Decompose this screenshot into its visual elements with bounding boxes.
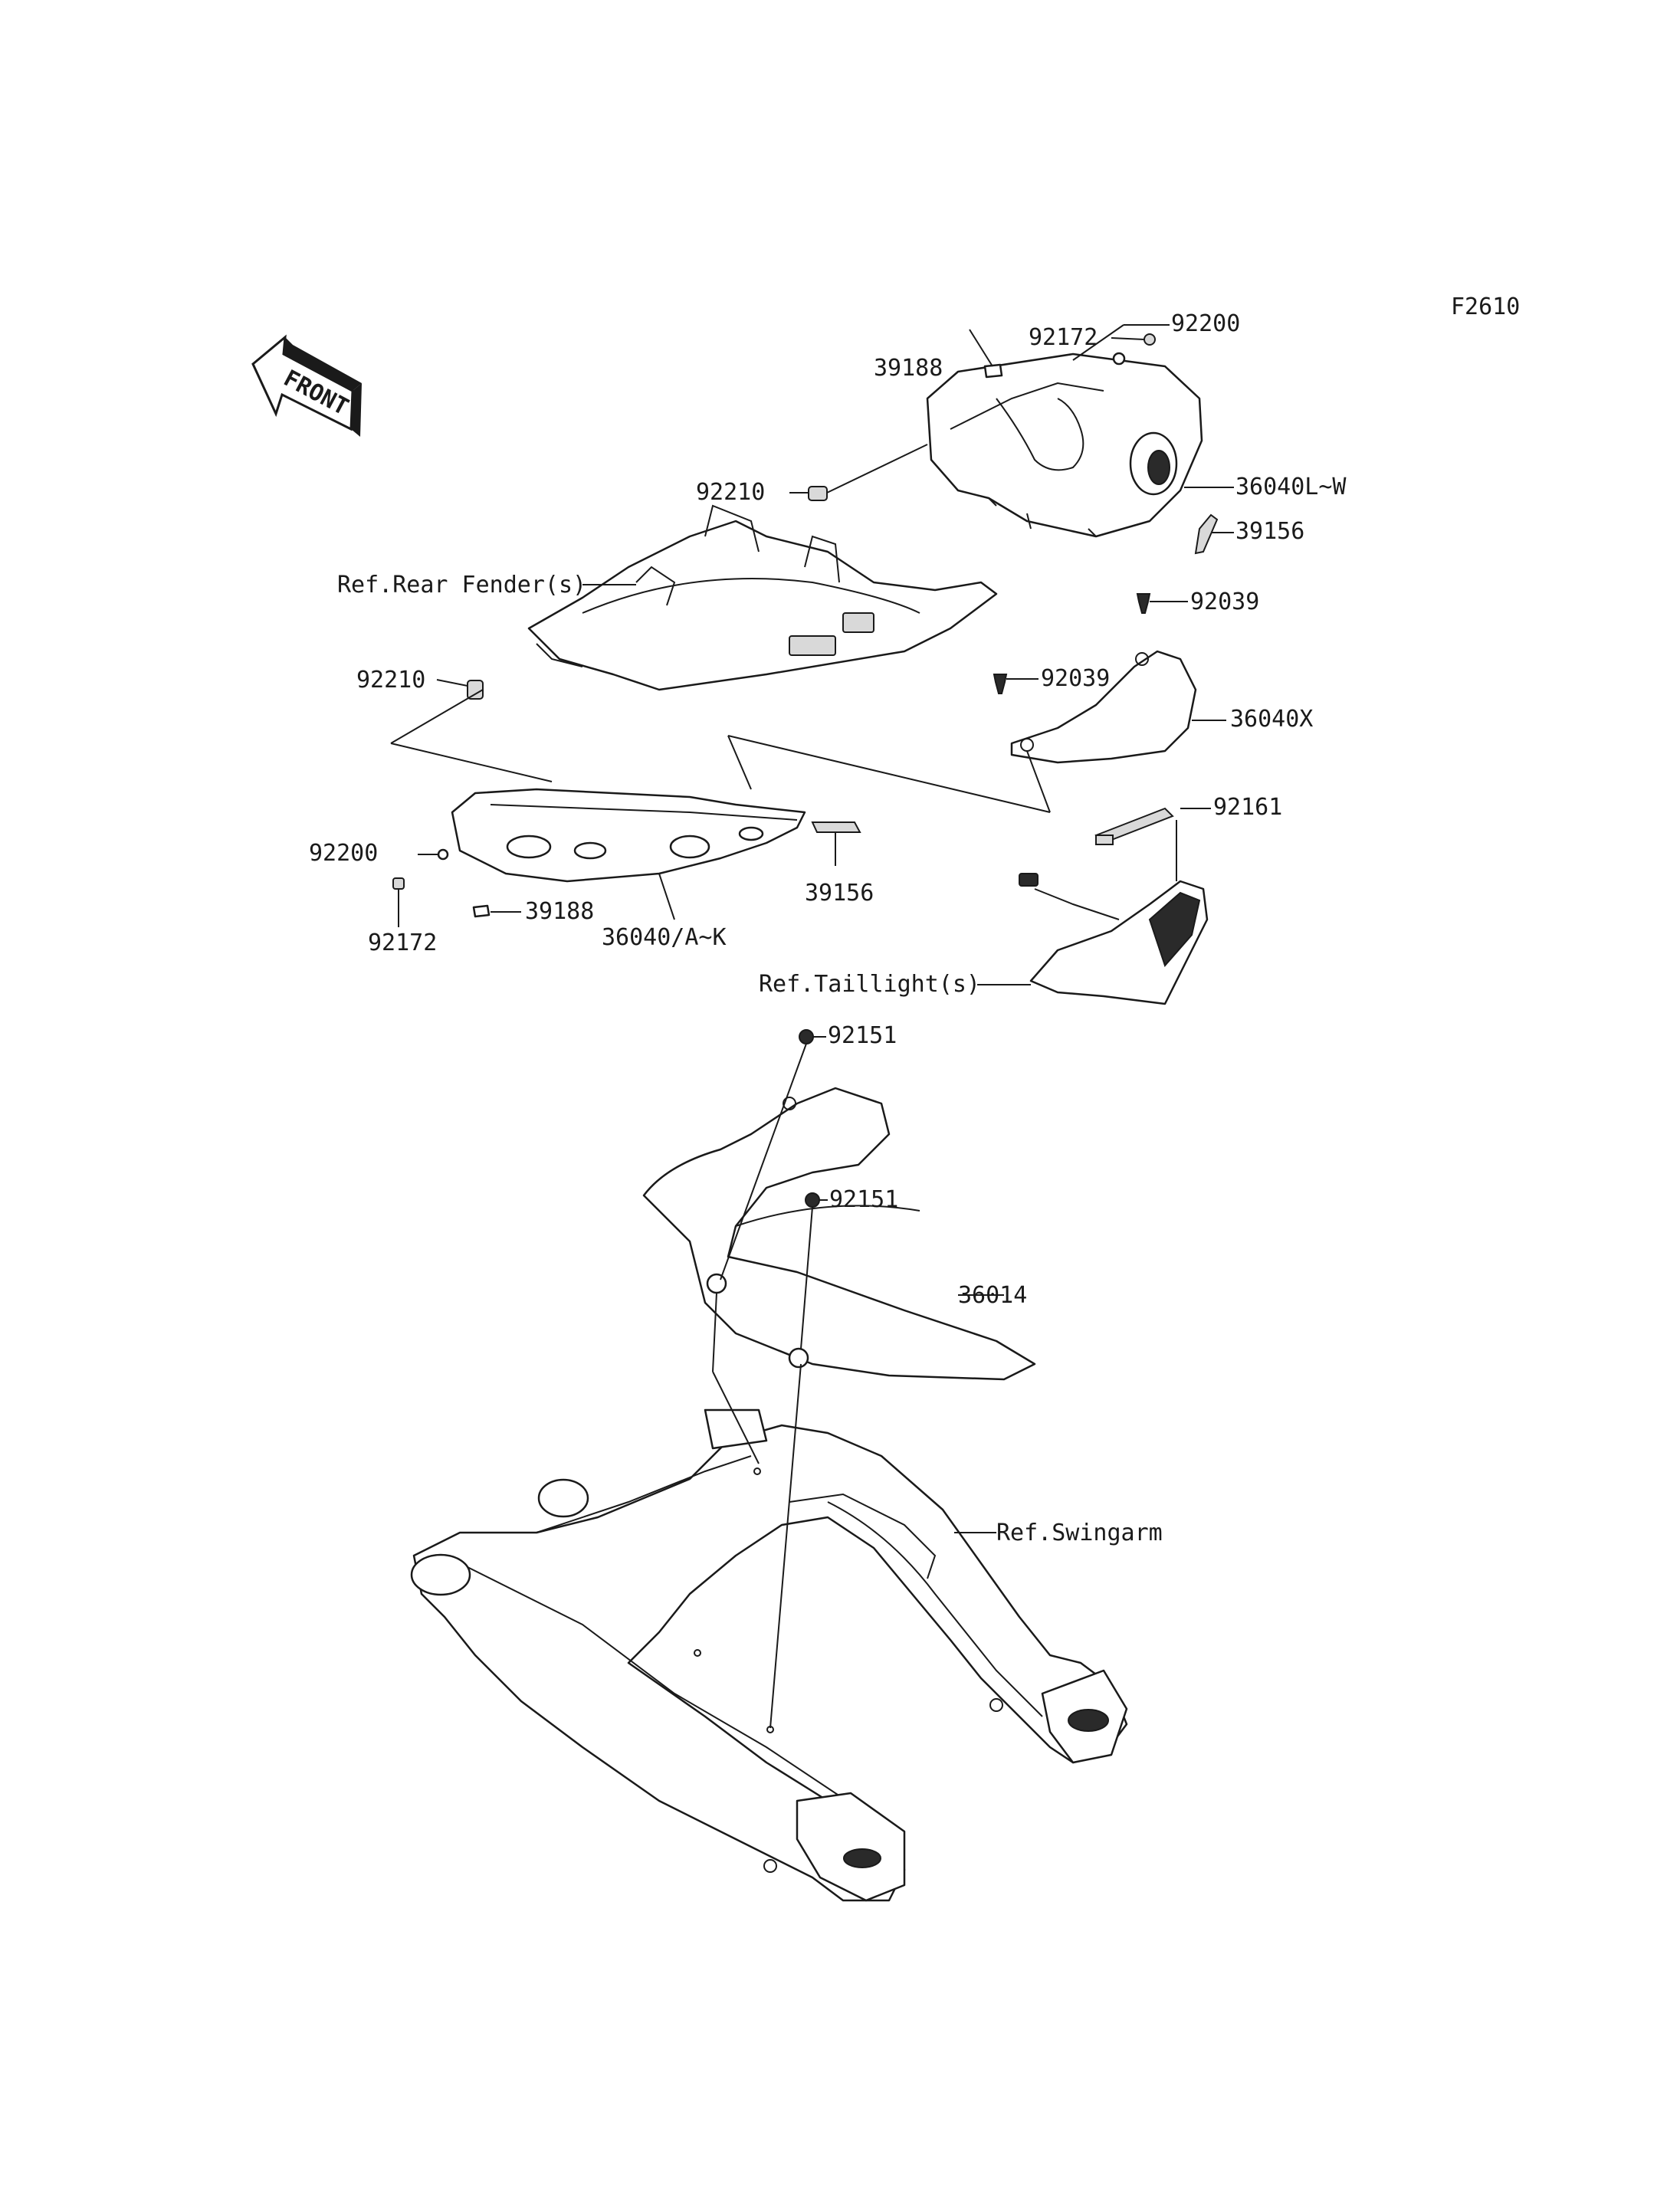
label-36040ak: 36040/A~K (602, 924, 727, 951)
label-92151-upper: 92151 (828, 1022, 897, 1049)
strip-39156-left-icon (811, 821, 861, 833)
label-92151-lower: 92151 (829, 1186, 898, 1213)
label-92210-left: 92210 (356, 667, 425, 694)
label-39188-top: 39188 (874, 355, 943, 382)
label-39156-left: 39156 (805, 880, 874, 907)
cover-36040x (1010, 650, 1197, 764)
pad-39188-top-icon (983, 363, 1003, 379)
chain-guard (642, 1087, 1036, 1381)
pad-39188-left-icon (472, 904, 491, 918)
washer-92200-left-icon (437, 848, 449, 861)
label-36040lw: 36040L~W (1235, 474, 1347, 500)
clip-92039-upper-icon (1136, 593, 1151, 614)
label-39156-right: 39156 (1235, 518, 1304, 545)
washer-92200-top-icon (1112, 352, 1126, 366)
label-36040x: 36040X (1230, 706, 1313, 733)
label-92210-top: 92210 (696, 479, 765, 506)
side-cover-left (451, 788, 806, 883)
label-92039-upper: 92039 (1190, 589, 1259, 615)
bolt-92172-top-icon (1144, 333, 1156, 346)
strip-39156-right-icon (1194, 513, 1219, 555)
taillight (1019, 807, 1209, 1005)
label-92161: 92161 (1213, 794, 1282, 821)
figure-code: F2610 (1451, 293, 1520, 320)
swingarm (410, 1408, 1128, 1902)
label-ref-rear-fender: Ref.Rear Fender(s) (337, 572, 586, 598)
label-92200-left: 92200 (309, 840, 378, 867)
label-36014: 36014 (958, 1282, 1027, 1309)
label-ref-swingarm: Ref.Swingarm (996, 1520, 1163, 1546)
leader-lines (390, 324, 1234, 1729)
clip-92039-mid-icon (993, 674, 1008, 694)
rear-fender (527, 504, 998, 691)
collar-92210-left-icon (467, 680, 484, 700)
label-39188-left: 39188 (525, 898, 594, 925)
bolt-92151-lower-icon (805, 1192, 820, 1208)
label-ref-taillight: Ref.Taillight(s) (759, 971, 980, 998)
front-arrow-icon: FRONT (251, 334, 362, 437)
label-92172-top: 92172 (1029, 324, 1098, 351)
label-92172-left: 92172 (368, 930, 437, 956)
bolt-92151-upper-icon (799, 1029, 814, 1044)
collar-92210-top-icon (808, 486, 828, 501)
label-92200-top: 92200 (1171, 310, 1240, 337)
bolt-92172-left-icon (392, 877, 405, 890)
side-cover-right (926, 353, 1203, 538)
label-92039-mid: 92039 (1041, 665, 1110, 692)
